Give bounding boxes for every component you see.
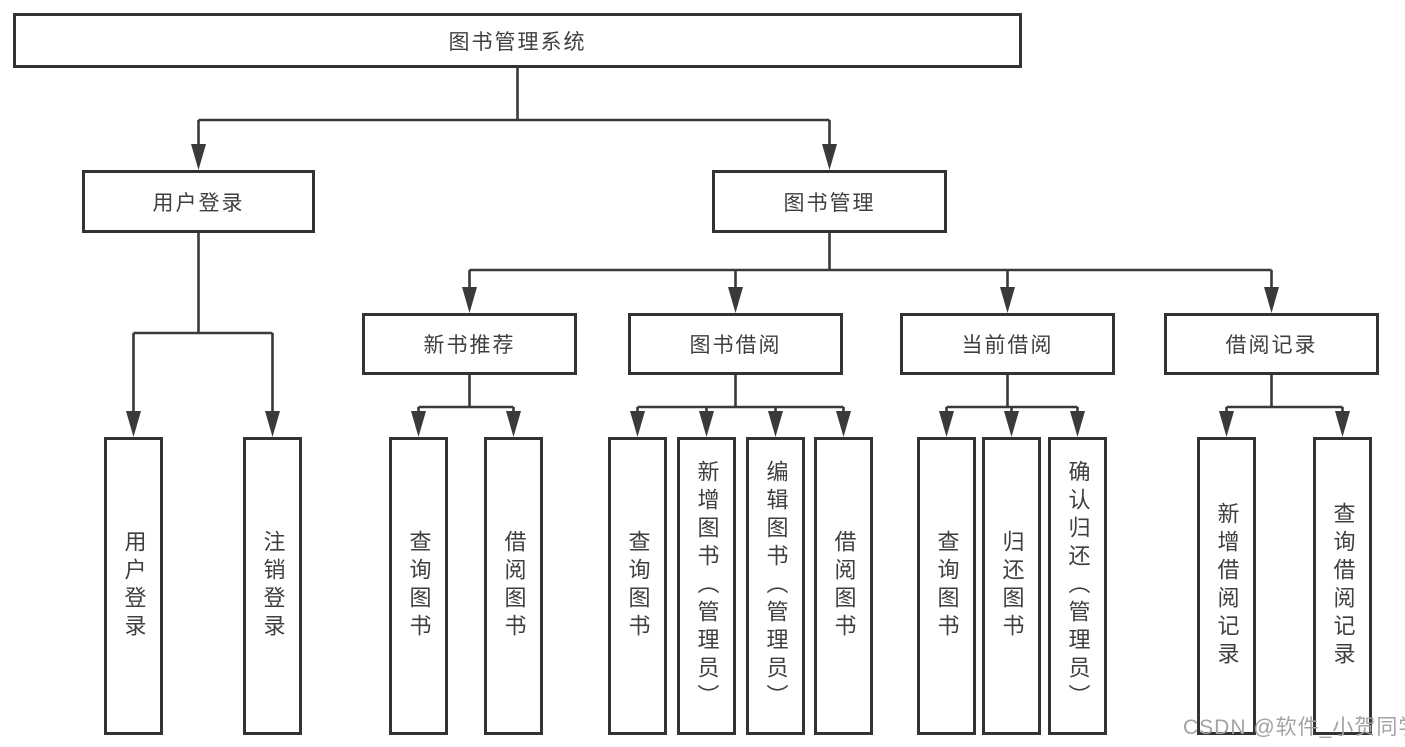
node-new-book-recommend: 新书推荐 (362, 313, 577, 375)
leaf-user-login: 用户登录 (104, 437, 163, 735)
leaf-logout-login: 注销登录 (243, 437, 302, 735)
leaf-confirm-return-admin: 确认归还（管理员） (1048, 437, 1107, 735)
arrow-down-icon (630, 411, 645, 437)
arrow-down-icon (411, 411, 426, 437)
arrow-down-icon (1264, 287, 1279, 313)
arrow-down-icon (822, 144, 837, 170)
leaf-add-borrow-record: 新增借阅记录 (1197, 437, 1256, 735)
watermark: CSDN @软件_小贺同学 (1183, 716, 1405, 739)
node-user-login: 用户登录 (82, 170, 315, 233)
arrow-down-icon (265, 411, 280, 437)
arrow-down-icon (126, 411, 141, 437)
node-book-management: 图书管理 (712, 170, 947, 233)
arrow-down-icon (506, 411, 521, 437)
leaf-query-books-2: 查询图书 (608, 437, 667, 735)
arrow-down-icon (699, 411, 714, 437)
arrow-down-icon (1335, 411, 1350, 437)
arrow-down-icon (462, 287, 477, 313)
arrow-down-icon (1004, 411, 1019, 437)
leaf-edit-book-admin: 编辑图书（管理员） (746, 437, 805, 735)
node-book-borrow: 图书借阅 (628, 313, 843, 375)
arrow-down-icon (728, 287, 743, 313)
node-borrow-records: 借阅记录 (1164, 313, 1379, 375)
node-current-borrow: 当前借阅 (900, 313, 1115, 375)
leaf-query-borrow-record: 查询借阅记录 (1313, 437, 1372, 735)
arrow-down-icon (836, 411, 851, 437)
arrow-down-icon (191, 144, 206, 170)
leaf-borrow-books-1: 借阅图书 (484, 437, 543, 735)
leaf-borrow-books-2: 借阅图书 (814, 437, 873, 735)
arrow-down-icon (1070, 411, 1085, 437)
leaf-query-books-3: 查询图书 (917, 437, 976, 735)
arrow-down-icon (1219, 411, 1234, 437)
leaf-query-books-1: 查询图书 (389, 437, 448, 735)
arrow-down-icon (939, 411, 954, 437)
arrow-down-icon (768, 411, 783, 437)
leaf-return-book: 归还图书 (982, 437, 1041, 735)
leaf-add-book-admin: 新增图书（管理员） (677, 437, 736, 735)
node-root: 图书管理系统 (13, 13, 1022, 68)
arrow-down-icon (1000, 287, 1015, 313)
